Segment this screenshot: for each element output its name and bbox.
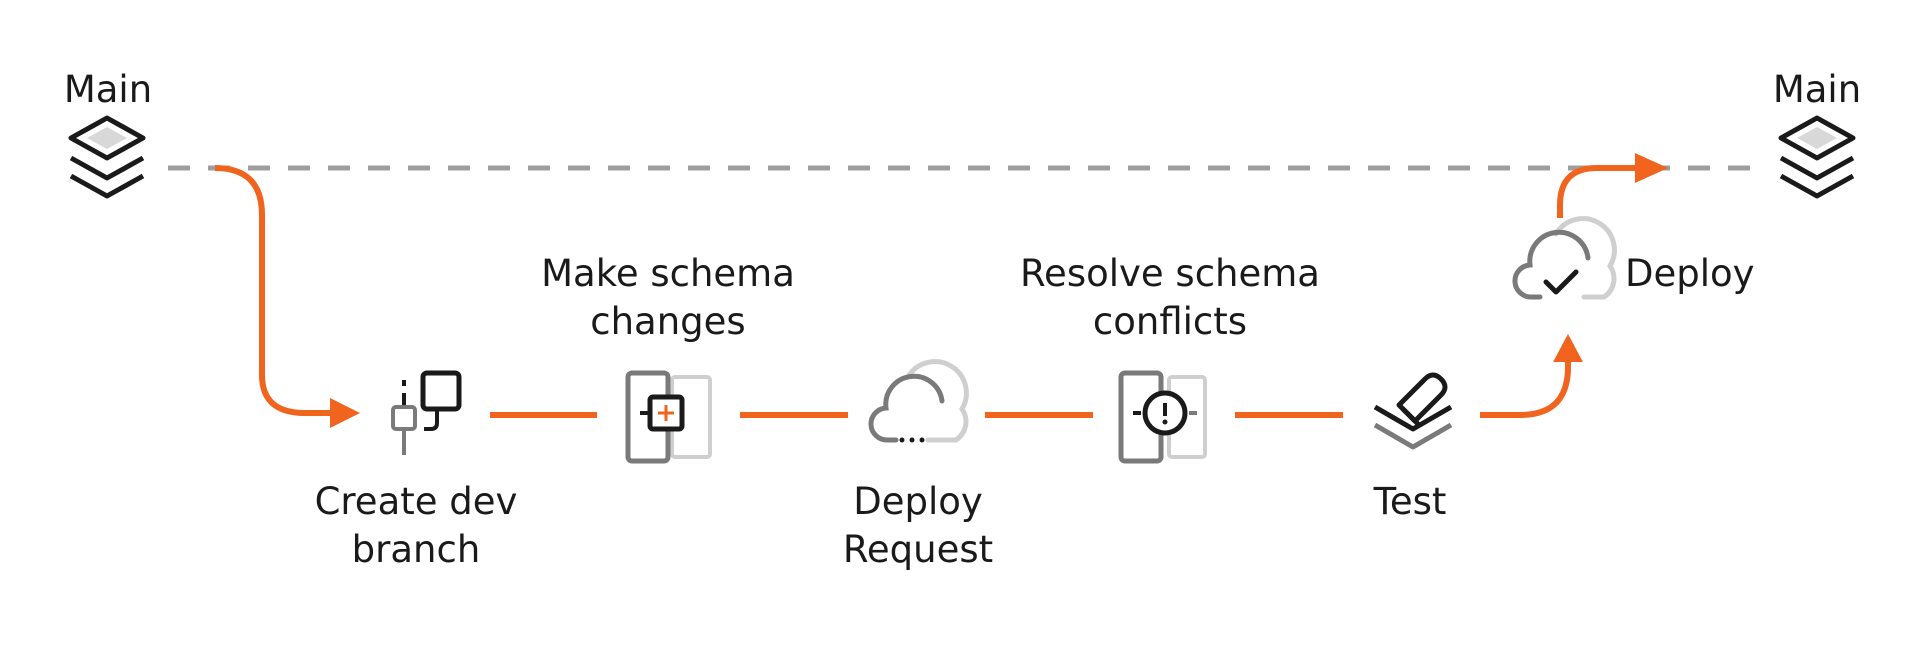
branch-icon [391,370,462,455]
layers-icon [1778,115,1856,199]
branch-off-arrow [214,165,330,416]
resolve-conflicts-label: Resolve schema conflicts [1020,252,1320,343]
merge-arrow [1557,165,1635,218]
cloud-pending-icon [868,359,969,443]
merge-arrowhead [1635,153,1668,183]
test-deploy-arrow [1480,360,1571,418]
layers-icon [68,115,146,199]
main-start-label: Main [63,68,153,111]
main-end-label: Main [1772,68,1862,111]
test-deploy-arrowhead [1553,334,1583,362]
deploy-label: Deploy [1625,252,1755,295]
branch-off-arrowhead [330,398,360,428]
cloud-check-icon [1512,216,1617,300]
schema-add-icon [625,370,712,464]
schema-changes-label: Make schema changes [541,252,795,343]
deploy-request-label: Deploy Request [842,480,994,571]
schema-alert-icon [1118,370,1207,464]
test-label: Test [1373,480,1447,523]
create-branch-label: Create dev branch [314,480,518,571]
test-icon [1373,372,1453,450]
